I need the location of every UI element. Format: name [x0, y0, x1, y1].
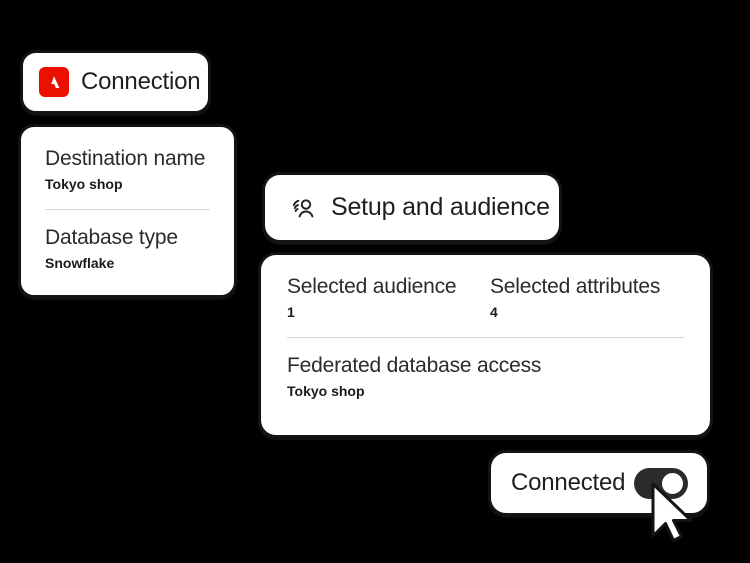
connected-card[interactable]: Connected — [488, 450, 710, 516]
selected-audience-stat: Selected audience 1 — [287, 275, 490, 320]
setup-and-audience-card[interactable]: Setup and audience — [262, 172, 562, 243]
federated-access-label: Federated database access — [287, 354, 542, 378]
selected-attributes-stat: Selected attributes 4 — [490, 275, 660, 320]
selected-attributes-label: Selected attributes — [490, 275, 661, 298]
connection-toggle[interactable] — [634, 467, 688, 499]
connected-label: Connected — [511, 469, 626, 496]
stats-row: Selected audience 1 Selected attributes … — [287, 275, 684, 320]
details-divider — [287, 337, 684, 339]
selected-audience-label: Selected audience — [287, 275, 457, 298]
destination-name-field: Destination name Tokyo shop — [45, 147, 210, 192]
toggle-knob — [659, 469, 686, 497]
connection-card[interactable]: Connection — [20, 50, 211, 114]
connection-title: Connection — [81, 68, 201, 95]
destination-card: Destination name Tokyo shop Database typ… — [18, 124, 237, 298]
destination-name-label: Destination name — [45, 147, 206, 170]
database-type-value: Snowflake — [45, 255, 115, 272]
federated-access-value: Tokyo shop — [287, 383, 365, 400]
destination-divider — [45, 209, 210, 211]
audience-users-icon — [287, 193, 317, 223]
setup-and-audience-title: Setup and audience — [331, 193, 550, 221]
details-card: Selected audience 1 Selected attributes … — [258, 252, 713, 438]
selected-audience-value: 1 — [287, 304, 295, 321]
database-type-label: Database type — [45, 226, 178, 250]
federated-access-field: Federated database access Tokyo shop — [287, 354, 684, 399]
selected-attributes-value: 4 — [490, 304, 498, 321]
destination-name-value: Tokyo shop — [45, 176, 123, 193]
adobe-logo-icon — [39, 67, 69, 97]
database-type-field: Database type Snowflake — [45, 226, 210, 271]
